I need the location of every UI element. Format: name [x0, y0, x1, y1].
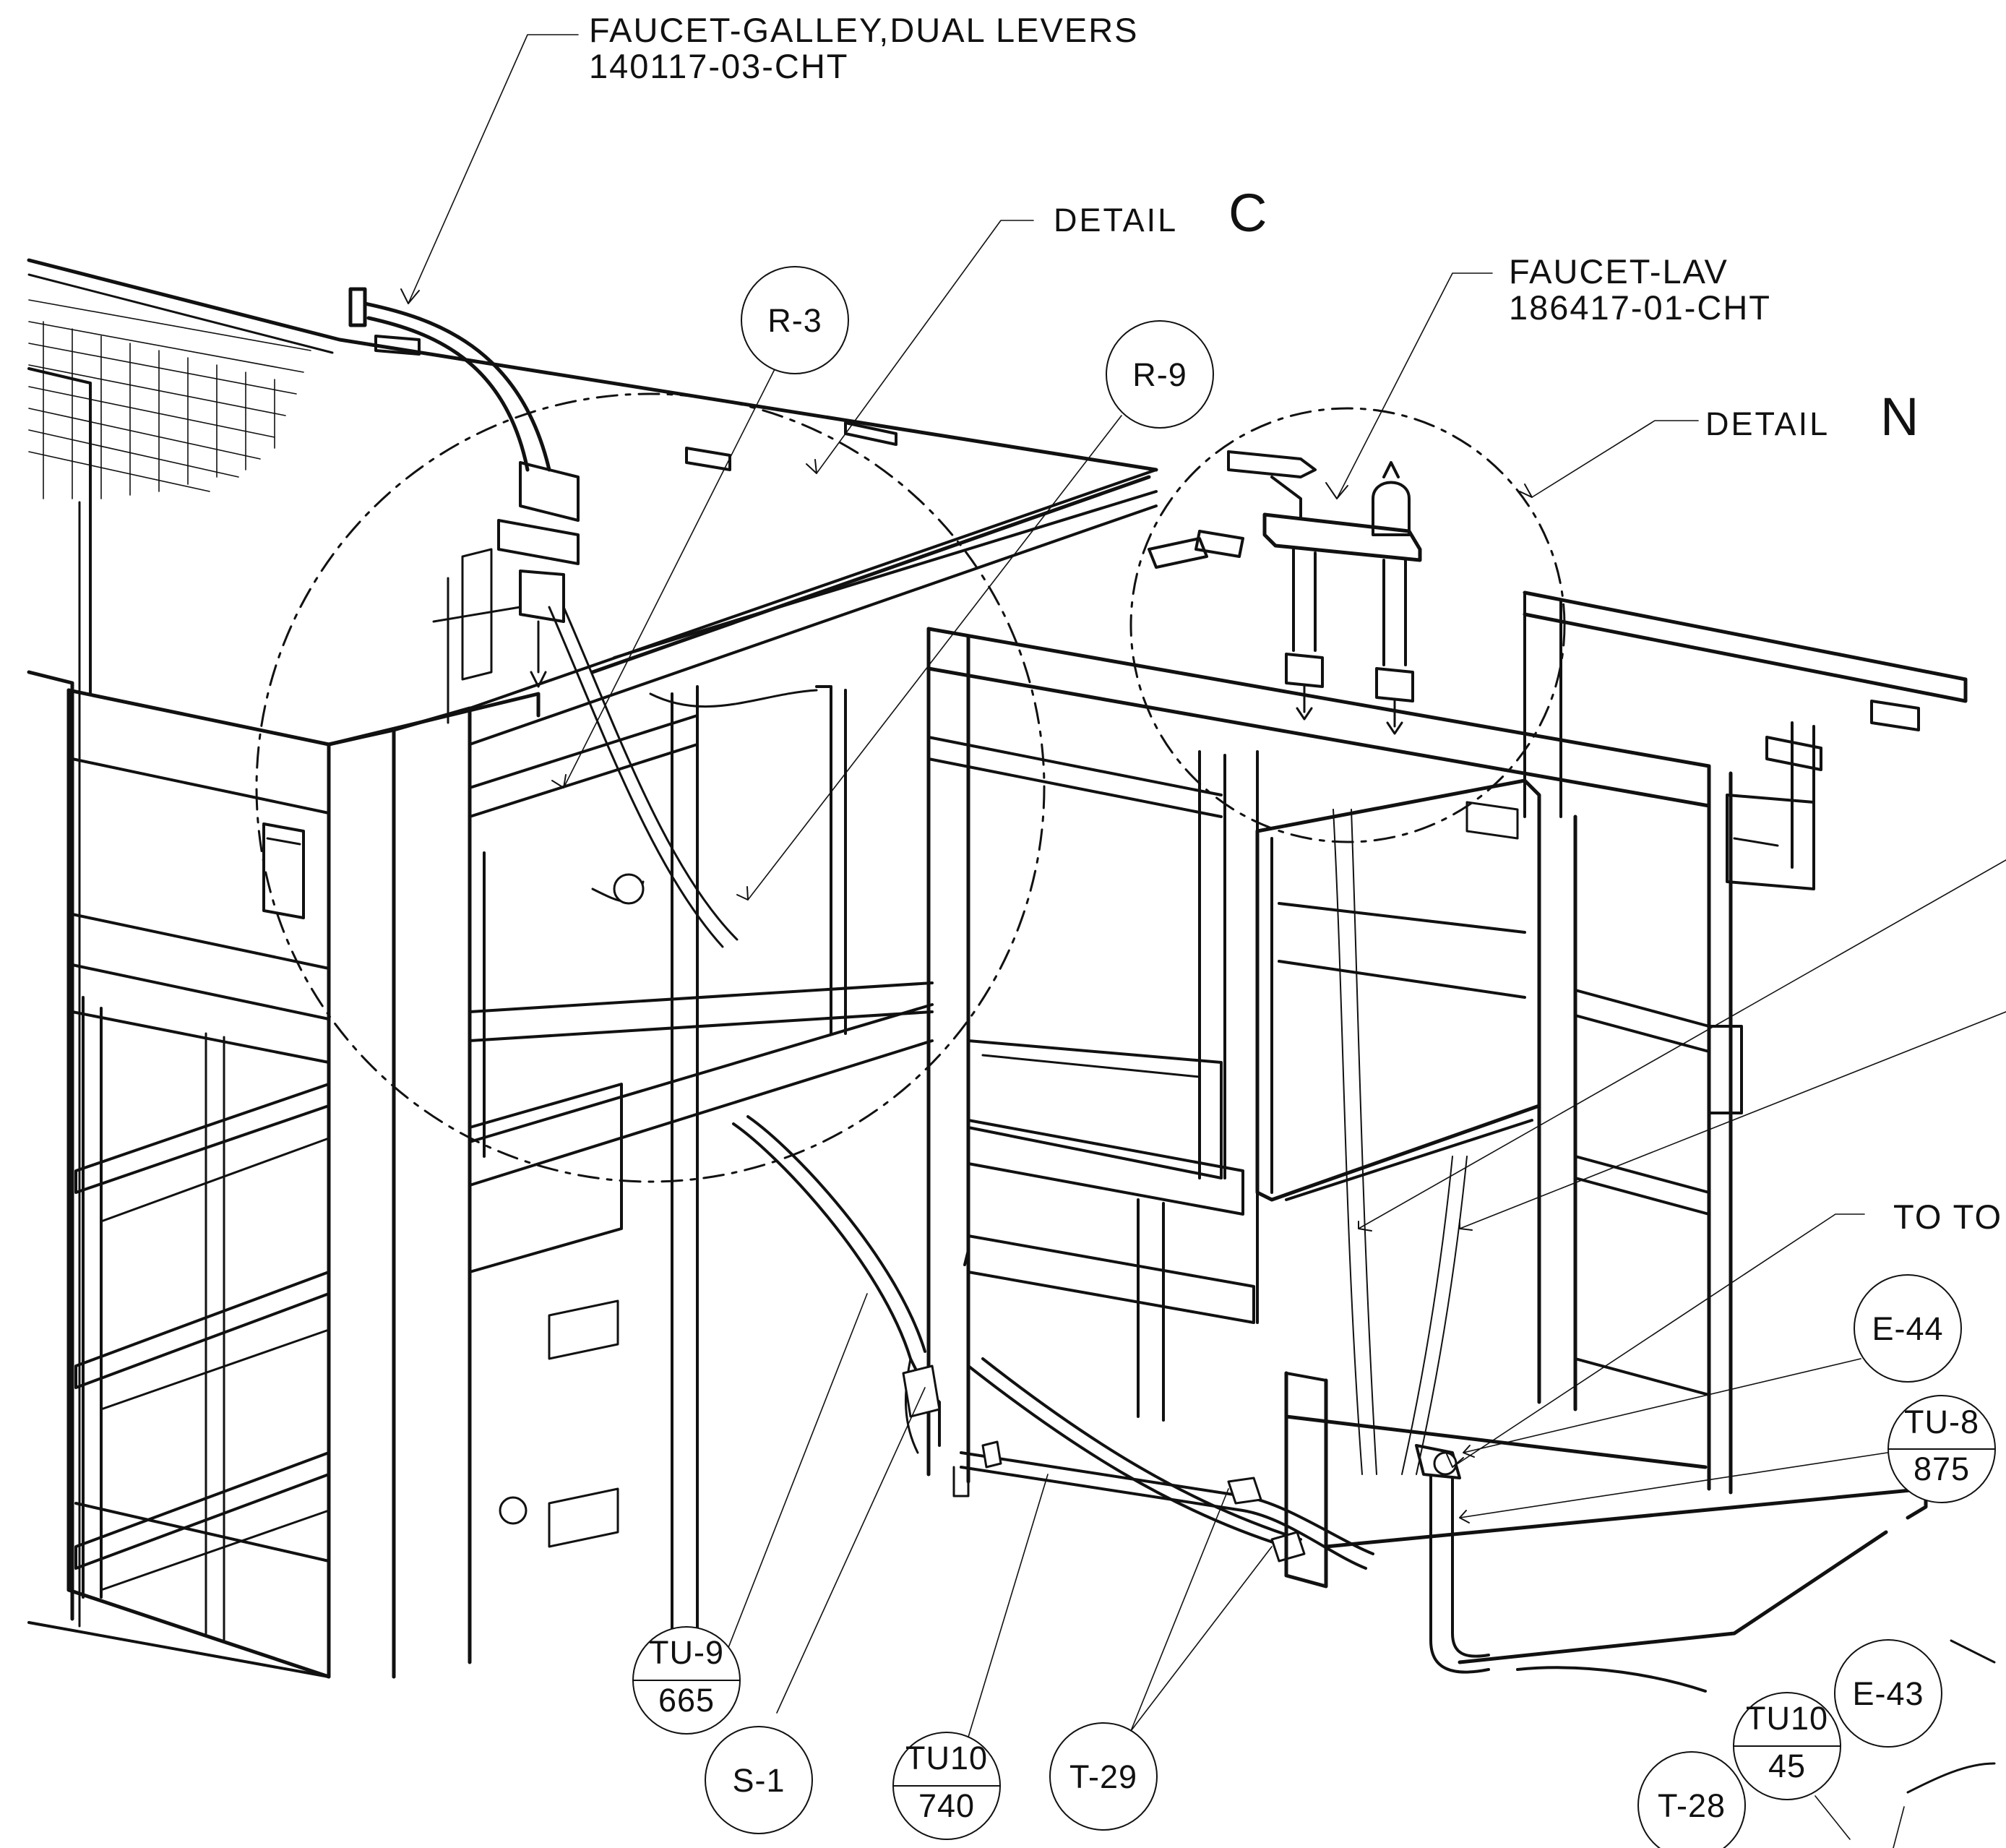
bubble-r9-label: R-9	[1132, 356, 1187, 393]
galley-faucet-name: FAUCET-GALLEY,DUAL LEVERS	[589, 11, 1139, 49]
bubble-t28-label: T-28	[1658, 1787, 1726, 1824]
bubble-s1: S-1	[705, 1726, 813, 1834]
detail-n-word: DETAIL	[1705, 405, 1830, 442]
bubble-tu10-740: TU10 740	[892, 1732, 1001, 1840]
bubble-tu9-bottom: 665	[658, 1682, 715, 1719]
right-cabinet-frame	[926, 590, 1968, 1495]
bubble-tu10-45-bottom: 45	[1768, 1748, 1806, 1784]
bubble-t28: T-28	[1637, 1751, 1746, 1848]
lav-faucet-callout: FAUCET-LAV 186417-01-CHT	[1509, 252, 1771, 327]
detail-c-label: DETAIL C	[1054, 183, 1267, 243]
lower-plumbing	[732, 809, 1996, 1794]
bubble-tu10-740-bottom: 740	[918, 1787, 975, 1824]
bubble-t29: T-29	[1049, 1722, 1158, 1831]
bubble-r3-label: R-3	[767, 302, 822, 339]
bubble-tu9-top: TU-9	[649, 1634, 724, 1671]
to-callout-text: TO TO	[1893, 1198, 2002, 1236]
bubble-tu10-45-top: TU10	[1746, 1700, 1828, 1737]
detail-n-label: DETAIL N	[1705, 387, 1919, 447]
galley-faucet-part-number: 140117-03-CHT	[589, 47, 849, 85]
bubble-e43-label: E-43	[1852, 1675, 1924, 1712]
leader-arrows	[400, 288, 1533, 1523]
bubble-tu8-top: TU-8	[1904, 1404, 1979, 1440]
lav-faucet-part-number: 186417-01-CHT	[1509, 288, 1771, 327]
galley-faucet-assembly	[348, 287, 897, 1035]
bubble-t29-label: T-29	[1069, 1758, 1137, 1795]
bubble-tu10-740-top: TU10	[905, 1740, 988, 1776]
galley-upper-outline	[27, 258, 1158, 1628]
bubble-r3: R-3	[741, 266, 849, 374]
bubble-e44-label: E-44	[1872, 1310, 1943, 1347]
leader-lines	[408, 34, 2006, 1848]
bubble-tu8-bottom: 875	[1914, 1451, 1970, 1487]
detail-c-circle	[255, 392, 1046, 1183]
lav-faucet-name: FAUCET-LAV	[1509, 252, 1729, 291]
bubble-s1-label: S-1	[732, 1762, 785, 1799]
lav-faucet-assembly	[1148, 450, 1422, 735]
center-posts	[327, 468, 1158, 1679]
detail-n-circle	[1129, 407, 1566, 843]
detail-n-letter: N	[1880, 387, 1919, 447]
bubble-tu10-45: TU10 45	[1733, 1692, 1841, 1800]
detail-c-letter: C	[1228, 183, 1267, 243]
bubble-tu8: TU-8 875	[1887, 1395, 1996, 1503]
galley-faucet-callout: FAUCET-GALLEY,DUAL LEVERS 140117-03-CHT	[589, 11, 1139, 85]
bubble-e43: E-43	[1834, 1639, 1942, 1748]
bubble-tu9: TU-9 665	[632, 1626, 741, 1735]
bubble-e44: E-44	[1854, 1274, 1962, 1383]
bubble-r9: R-9	[1106, 320, 1214, 429]
detail-c-word: DETAIL	[1054, 202, 1178, 238]
